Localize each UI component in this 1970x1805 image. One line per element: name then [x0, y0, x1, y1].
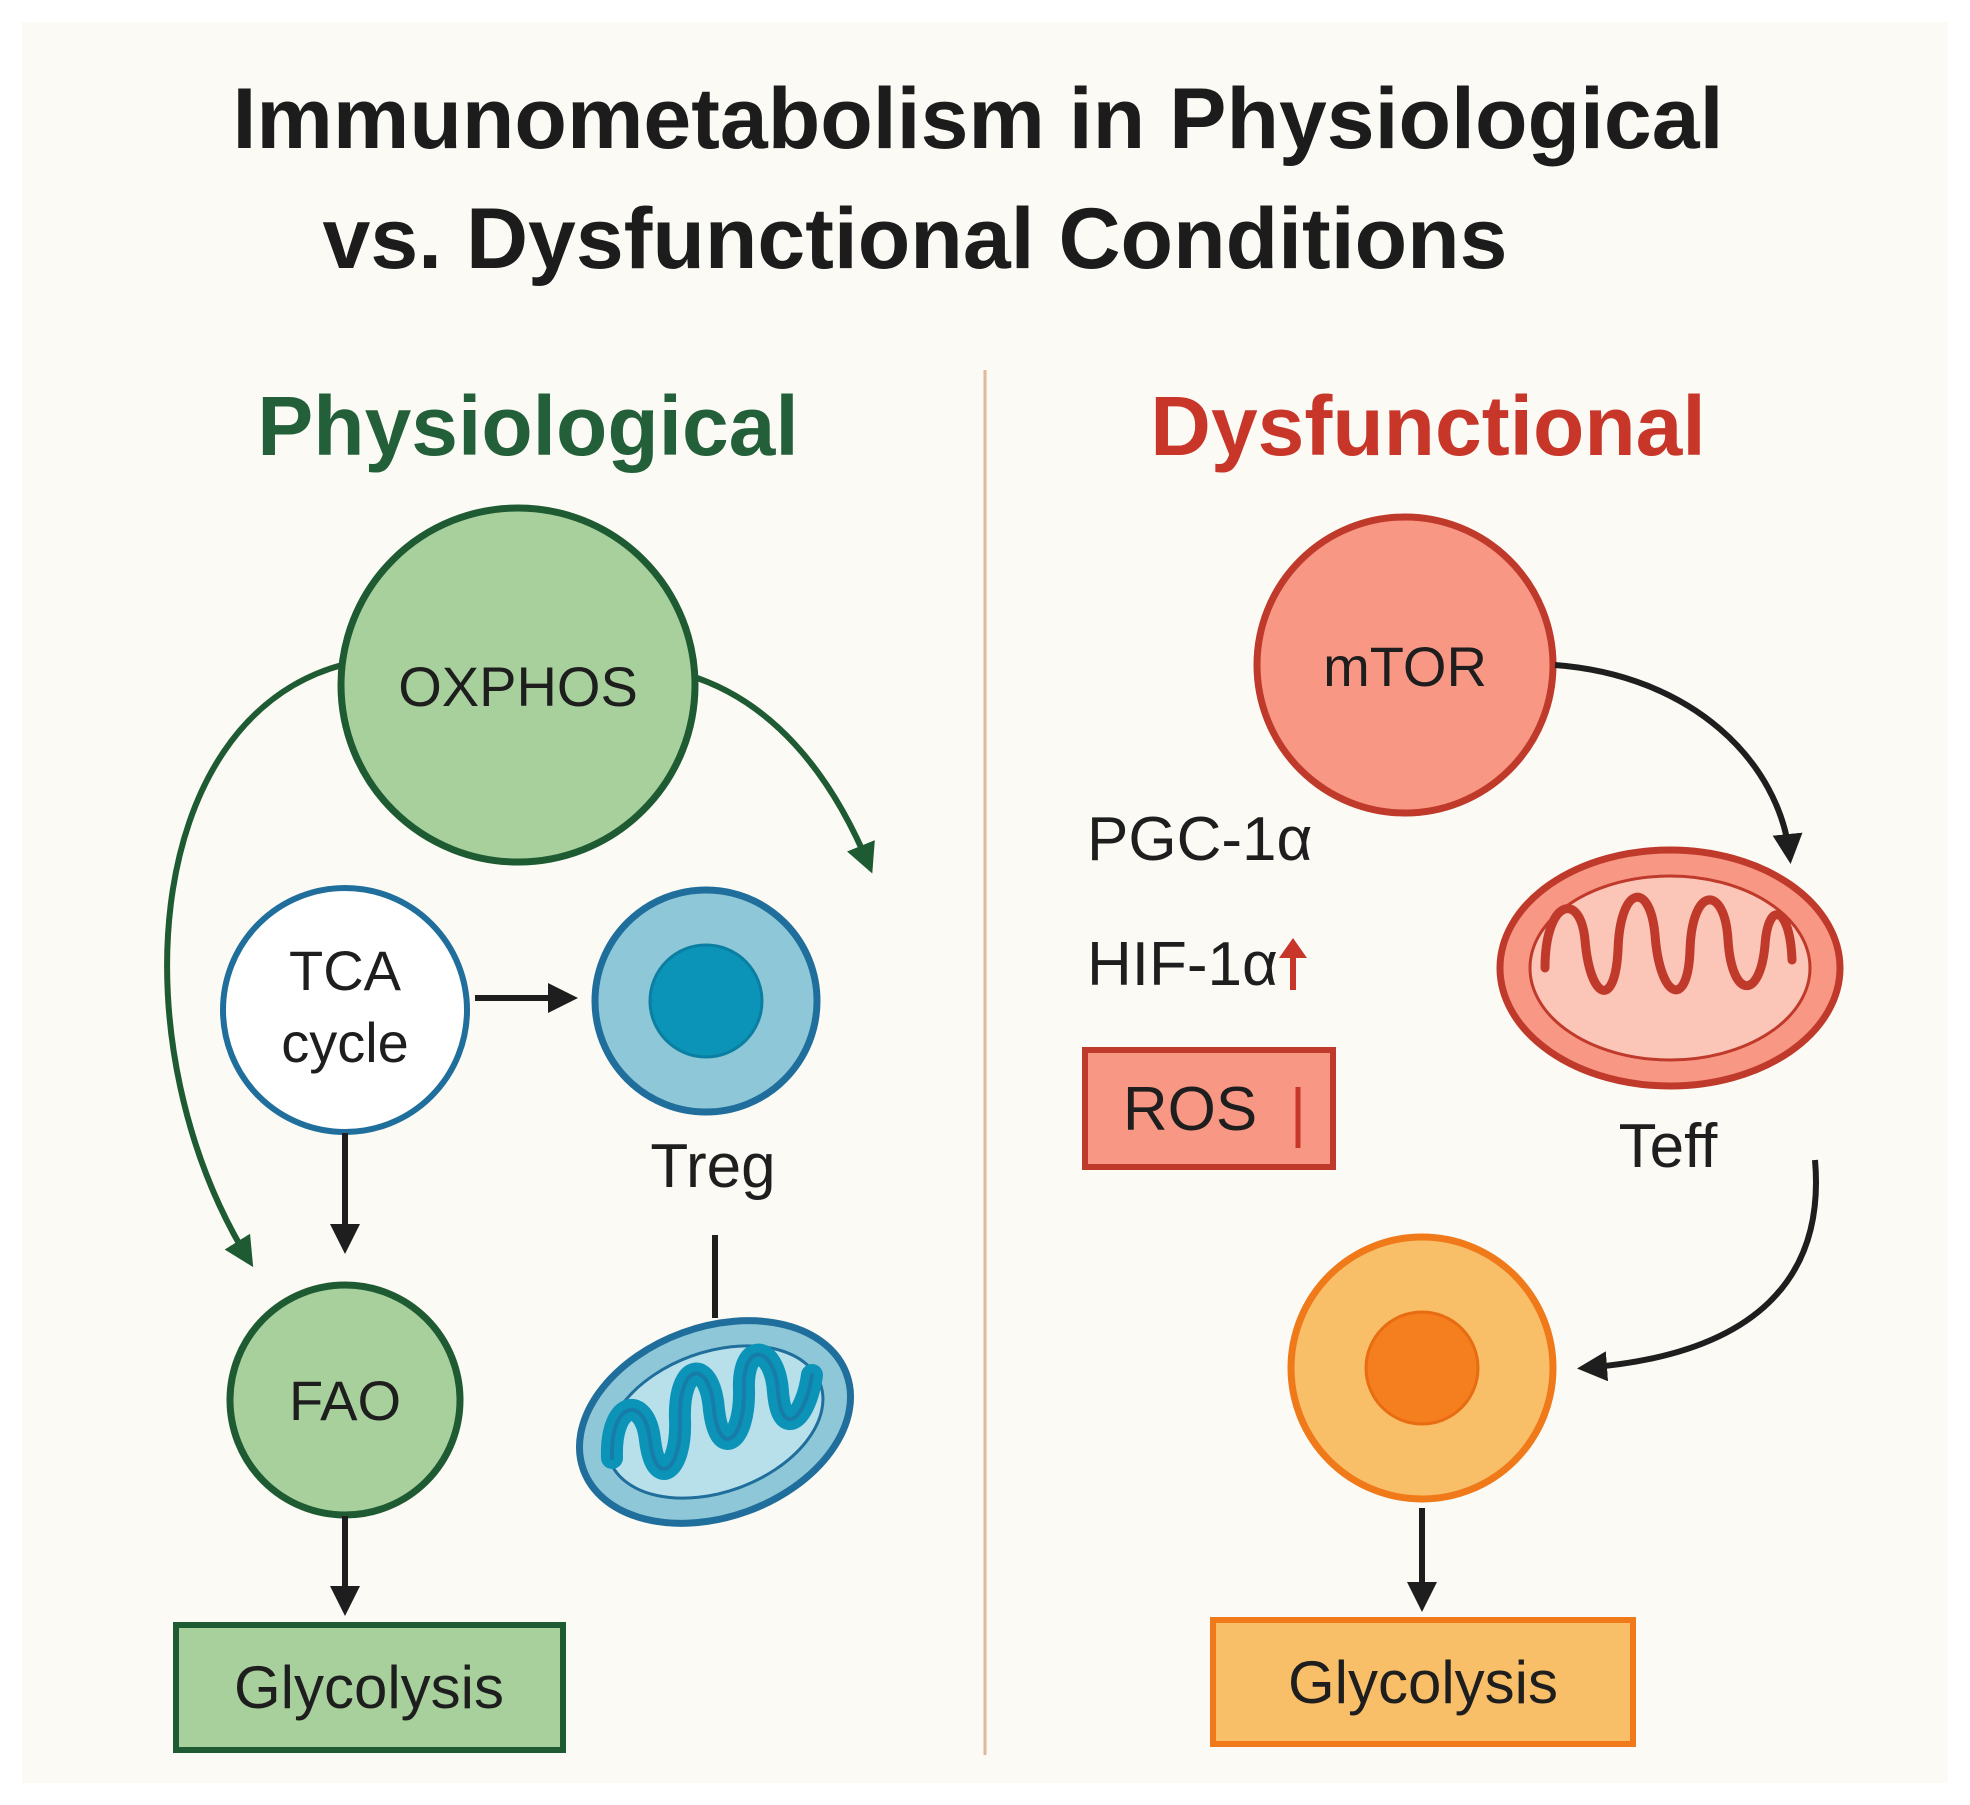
teff-label: Teff: [1619, 1112, 1719, 1181]
glycolysis-label-dysfunctional: Glycolysis: [1288, 1649, 1558, 1716]
pgc-label: PGC-1α: [1087, 805, 1312, 874]
tca-cycle-node: TCA cycle: [220, 885, 470, 1135]
mtor-node: mTOR: [1253, 513, 1557, 817]
mtor-to-mitochondrion-arrow: [1554, 662, 1803, 864]
tca-label-line-1: TCA: [289, 939, 402, 1002]
title-line-1: Immunometabolism in Physiological: [233, 71, 1724, 167]
oxphos-node: OXPHOS: [337, 504, 699, 866]
hif-label: HIF-1α: [1087, 930, 1278, 999]
oxphos-to-treg-arrow: [687, 672, 875, 874]
glycolysis-box-dysfunctional: Glycolysis: [1210, 1617, 1636, 1747]
title-line-2: vs. Dysfunctional Conditions: [323, 191, 1508, 287]
teff-to-cell-arrow: [1577, 1159, 1819, 1382]
oxphos-label: OXPHOS: [398, 655, 638, 718]
mitochondrion-icon-dysfunctional: [1496, 846, 1844, 1090]
treg-label: Treg: [650, 1132, 775, 1201]
teff-cell-icon: [1287, 1233, 1557, 1503]
oxphos-to-fao-arrow: [164, 662, 343, 1268]
tca-label-line-2: cycle: [281, 1011, 409, 1074]
ros-label: ROS: [1123, 1075, 1257, 1144]
physiological-heading: Physiological: [257, 379, 799, 473]
treg-cell-icon: [591, 886, 821, 1116]
ros-box: ROS: [1082, 1047, 1336, 1170]
dysfunctional-heading: Dysfunctional: [1150, 379, 1705, 473]
glycolysis-label-physiological: Glycolysis: [234, 1654, 504, 1721]
mtor-label: mTOR: [1323, 635, 1487, 698]
fao-label: FAO: [289, 1369, 401, 1432]
glycolysis-box-physiological: Glycolysis: [173, 1622, 566, 1753]
fao-node: FAO: [226, 1281, 464, 1519]
mitochondrion-icon-physiological: [575, 1317, 855, 1527]
up-arrow-icon: [1279, 938, 1307, 990]
